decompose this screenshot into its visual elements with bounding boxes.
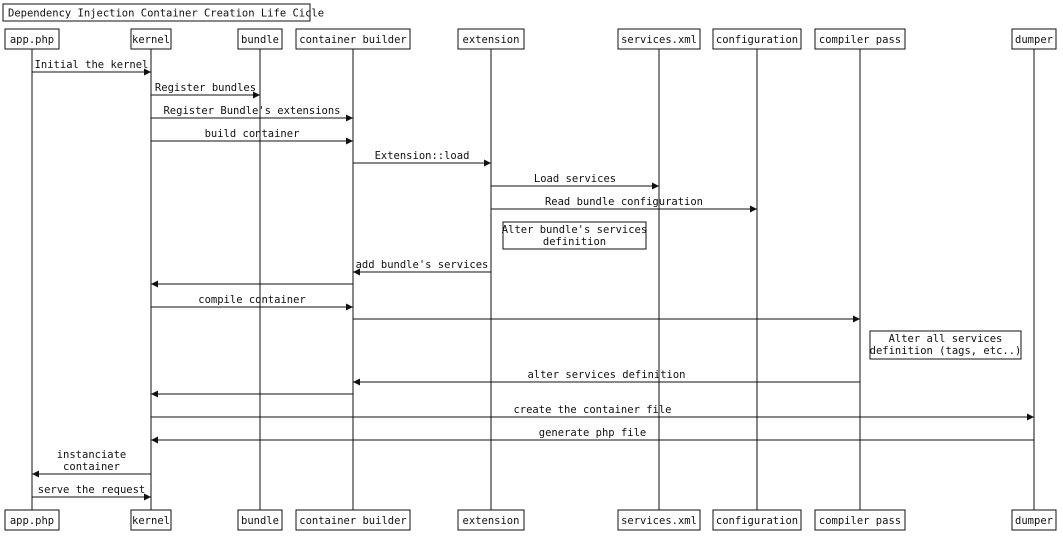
diagram-title-text: Dependency Injection Container Creation … (8, 8, 324, 20)
note-box (869, 330, 1022, 360)
participant-extension-top: extension (457, 28, 525, 50)
note-text: definition (tags, etc..) (870, 345, 1022, 357)
participant-box (295, 509, 411, 531)
participant-label: kernel (132, 34, 170, 46)
participant-label: container builder (299, 34, 406, 46)
message-label: generate php file (539, 427, 646, 439)
note-text: Alter bundle's services (502, 224, 647, 236)
message: Register bundles (151, 82, 260, 99)
participant-label: kernel (132, 515, 170, 527)
participant-box (1011, 509, 1057, 531)
participant-label: app.php (10, 34, 54, 46)
participant-app-top: app.php (4, 28, 60, 50)
participant-builder-bottom: container builder (295, 509, 411, 531)
message: Read bundle configuration (491, 196, 757, 213)
message-label: alter services definition (527, 369, 685, 381)
participant-label: extension (463, 515, 520, 527)
note-text: definition (543, 236, 606, 248)
participant-label: app.php (10, 515, 54, 527)
participant-box (237, 28, 283, 50)
participant-box (814, 28, 906, 50)
message: Extension::load (353, 150, 491, 167)
diagram-title: Dependency Injection Container Creation … (2, 3, 324, 22)
participant-kernel-top: kernel (130, 28, 172, 50)
participant-label: compiler pass (819, 515, 901, 527)
participant-box (814, 509, 906, 531)
participant-services-bottom: services.xml (617, 509, 701, 531)
participant-dumper-bottom: dumper (1011, 509, 1057, 531)
participant-label: container builder (299, 515, 406, 527)
participant-label: bundle (241, 515, 279, 527)
participant-configuration-top: configuration (712, 28, 802, 50)
participant-label: configuration (716, 34, 798, 46)
participant-box (617, 28, 701, 50)
participant-box (4, 509, 60, 531)
participant-box (130, 509, 172, 531)
participant-kernel-bottom: kernel (130, 509, 172, 531)
message-label: create the container file (513, 404, 671, 416)
message-label: Register Bundle's extensions (163, 105, 340, 117)
participant-builder-top: container builder (295, 28, 411, 50)
message: Load services (491, 173, 659, 190)
participant-box (712, 509, 802, 531)
participant-label: configuration (716, 515, 798, 527)
participant-app-bottom: app.php (4, 509, 60, 531)
message-label: Load services (534, 173, 616, 185)
message-label: Extension::load (375, 150, 470, 162)
message-label: Read bundle configuration (545, 196, 703, 208)
message-label: add bundle's services (356, 259, 489, 271)
participant-box (457, 509, 525, 531)
message: compile container (151, 294, 353, 311)
message: Register Bundle's extensions (151, 105, 353, 122)
message-label: Register bundles (155, 82, 256, 94)
participant-label: dumper (1015, 515, 1053, 527)
message-label: Initial the kernel (35, 59, 149, 71)
message: Initial the kernel (32, 59, 151, 76)
participant-bundle-bottom: bundle (237, 509, 283, 531)
message-label: instanciate (57, 449, 127, 461)
participant-dumper-top: dumper (1011, 28, 1057, 50)
message-label: build container (205, 128, 300, 140)
participant-box (1011, 28, 1057, 50)
participant-box (295, 28, 411, 50)
participant-label: services.xml (621, 34, 697, 46)
participant-box (4, 28, 60, 50)
participant-box (712, 28, 802, 50)
participant-services-top: services.xml (617, 28, 701, 50)
participant-configuration-bottom: configuration (712, 509, 802, 531)
message-label: serve the request (38, 484, 145, 496)
participant-box (617, 509, 701, 531)
participant-extension-bottom: extension (457, 509, 525, 531)
participant-label: dumper (1015, 34, 1053, 46)
message: build container (151, 128, 353, 145)
participant-bundle-top: bundle (237, 28, 283, 50)
participant-compiler-top: compiler pass (814, 28, 906, 50)
participant-label: compiler pass (819, 34, 901, 46)
message-label: container (63, 461, 120, 473)
participant-box (130, 28, 172, 50)
message: add bundle's services (353, 259, 491, 276)
message: create the container file (151, 404, 1034, 421)
message: serve the request (32, 484, 151, 501)
participant-label: extension (463, 34, 520, 46)
participant-label: bundle (241, 34, 279, 46)
message-label: compile container (198, 294, 305, 306)
participant-compiler-bottom: compiler pass (814, 509, 906, 531)
participant-box (457, 28, 525, 50)
message: generate php file (151, 427, 1034, 444)
note-text: Alter all services (889, 333, 1003, 345)
participant-label: services.xml (621, 515, 697, 527)
message: alter services definition (353, 369, 860, 386)
note-box (502, 221, 647, 250)
participant-box (237, 509, 283, 531)
